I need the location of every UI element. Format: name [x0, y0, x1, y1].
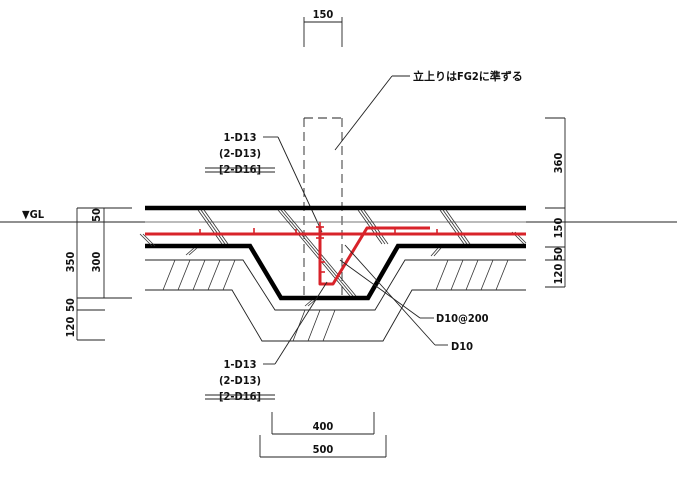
stirrup-label: D10@200 [339, 259, 489, 325]
dim-left-350: 350 [64, 252, 77, 273]
riser-note: 立上りはFG2に準ずる [334, 69, 523, 151]
dim-left-120: 120 [64, 317, 77, 338]
bottom-bar-label: 1-D13 (2-D13) [2-D16] [205, 281, 328, 403]
slab-bottom-edge [145, 243, 526, 301]
stirrup-label-text: D10@200 [436, 312, 489, 325]
bottom-bar-label-line1: 1-D13 [224, 358, 257, 371]
bar-label-text: D10 [451, 340, 473, 353]
dim-left-50-base: 50 [64, 298, 77, 312]
dimension-left: 350 50 300 50 120 [64, 207, 132, 341]
dim-right-50: 50 [552, 247, 565, 261]
dim-left-300: 300 [90, 252, 103, 273]
dim-top-width: 150 [313, 8, 334, 21]
top-bar-label-line2: (2-D13) [219, 147, 261, 160]
rebar-ticks [199, 226, 438, 273]
slab-section-hatch [139, 209, 527, 297]
dim-bottom-500: 500 [313, 443, 334, 456]
dim-right-360: 360 [552, 153, 565, 174]
dimension-bottom: 400 500 [259, 412, 387, 458]
dim-right-120: 120 [552, 264, 565, 285]
top-bar-label: 1-D13 (2-D13) [2-D16] [205, 131, 323, 233]
top-bar-label-line3: [2-D16] [219, 163, 261, 176]
gl-label: ▼GL [22, 208, 45, 221]
top-bar-label-line1: 1-D13 [224, 131, 257, 144]
bar-label: D10 [344, 244, 473, 353]
dim-left-50-top: 50 [90, 208, 103, 222]
bottom-bar-label-line2: (2-D13) [219, 374, 261, 387]
dim-bottom-400: 400 [313, 420, 334, 433]
dim-right-150: 150 [552, 218, 565, 239]
dimension-right: 360 150 50 120 [545, 117, 566, 288]
rebar [145, 222, 526, 286]
dimension-top-150: 150 [303, 8, 343, 47]
riser-note-text: 立上りはFG2に準ずる [413, 69, 523, 83]
bottom-bar-label-line3: [2-D16] [219, 390, 261, 403]
sub-base-layers [145, 247, 526, 342]
